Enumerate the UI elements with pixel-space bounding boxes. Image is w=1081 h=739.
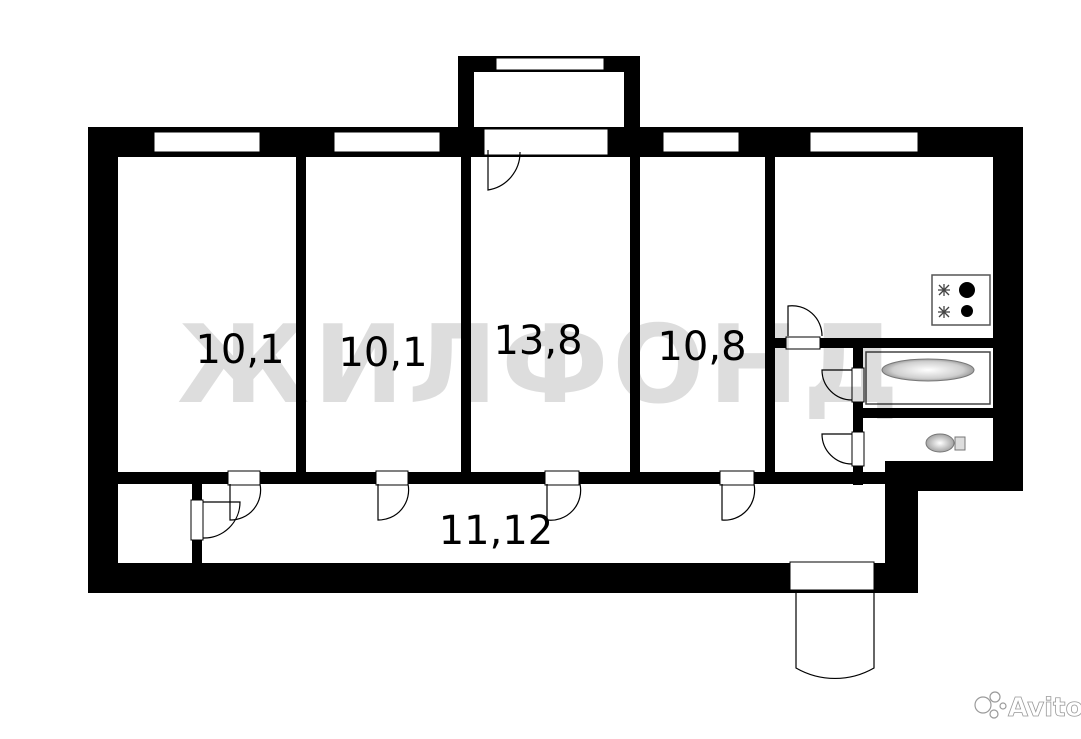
door-swing	[229, 483, 262, 521]
door-swing	[721, 483, 756, 521]
entrance-door-swing	[795, 591, 875, 680]
door-swing	[487, 150, 521, 191]
stove-icon	[931, 274, 991, 326]
window	[662, 131, 740, 153]
balcony-door-opening	[483, 128, 609, 156]
room-area-label: 10,8	[657, 324, 746, 370]
bathtub-icon	[865, 351, 991, 405]
avito-logo: Avito	[974, 691, 1081, 723]
door-swing	[821, 433, 853, 465]
door-swing	[202, 501, 241, 539]
door-swing	[546, 483, 582, 521]
windows	[153, 57, 919, 153]
toilet-icon	[866, 420, 990, 460]
window	[153, 131, 261, 153]
openings	[190, 128, 875, 591]
window	[333, 131, 441, 153]
room-area-label: 10,1	[195, 327, 284, 373]
doors	[202, 150, 875, 680]
room-area-label: 13,8	[493, 318, 582, 364]
door-swing	[787, 305, 823, 337]
window	[809, 131, 919, 153]
watermark-text: ЖИЛФОНД	[177, 303, 903, 428]
avito-logo-text: Avito	[1008, 693, 1081, 723]
window	[495, 57, 605, 71]
corridor-area-label: 11,12	[439, 508, 554, 554]
entrance-opening	[789, 561, 875, 591]
room-area-label: 10,1	[338, 330, 427, 376]
door-swing	[377, 483, 410, 521]
door-swing	[821, 369, 853, 401]
